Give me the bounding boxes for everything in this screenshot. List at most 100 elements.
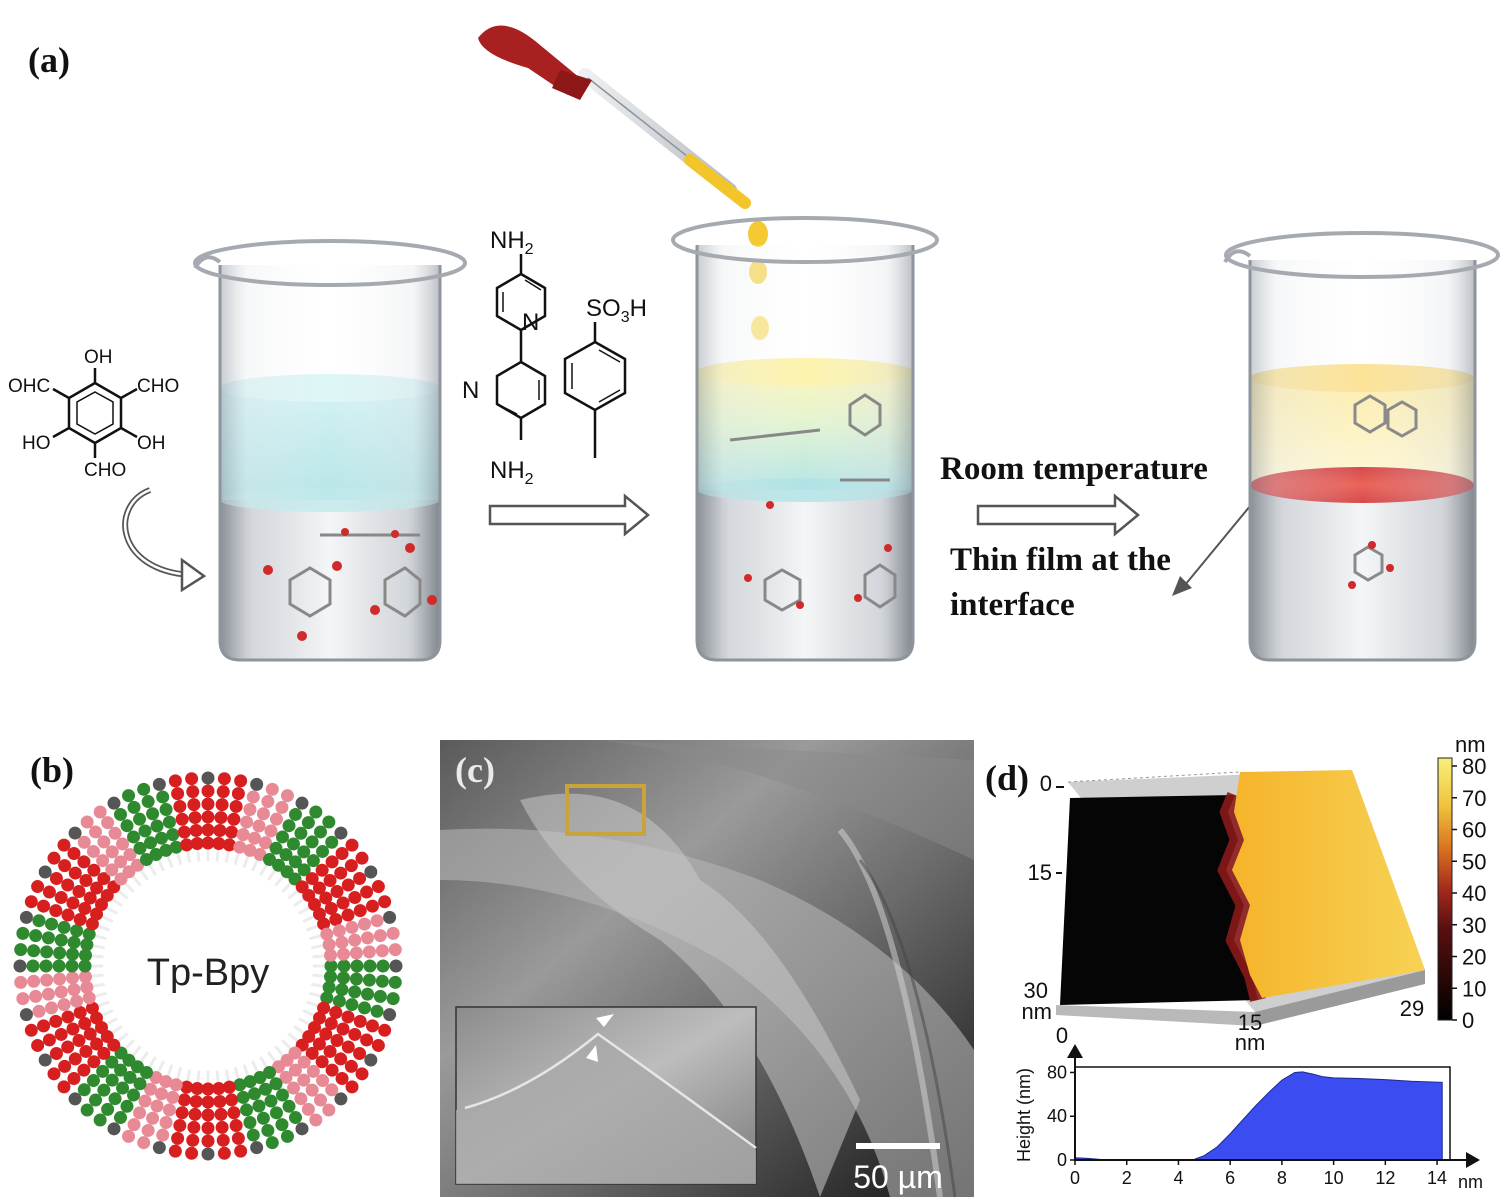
ring-atom xyxy=(45,1001,59,1015)
ring-atom xyxy=(345,838,359,852)
ring-atom xyxy=(53,972,67,986)
bpy-structure: NH2 N N NH2 xyxy=(462,227,547,488)
bpy-n-top: N xyxy=(522,309,539,336)
beaker-3 xyxy=(1223,231,1500,662)
ring-atom xyxy=(348,933,362,947)
ring-atom xyxy=(159,1075,173,1089)
colorbar-tick-label: 30 xyxy=(1462,913,1486,938)
ring-atom xyxy=(180,838,194,852)
ring-atom xyxy=(286,1081,300,1095)
ring-atom xyxy=(122,1129,136,1143)
ring-atom xyxy=(353,904,367,918)
ring-atom xyxy=(222,838,236,852)
ring-atom xyxy=(317,917,331,931)
ring-atom xyxy=(42,885,56,899)
ring-atom xyxy=(332,994,346,1008)
ring-atom xyxy=(201,1108,215,1122)
ring-atom xyxy=(216,785,230,799)
ring-atom xyxy=(149,848,163,862)
ring-atom xyxy=(370,1004,384,1018)
ring-atom xyxy=(243,1115,257,1129)
scale-bar-label: 50 µm xyxy=(853,1159,943,1195)
ring-atom xyxy=(47,1067,61,1081)
ring-atom xyxy=(127,1118,141,1132)
x-tick-label: 2 xyxy=(1122,1168,1132,1188)
ring-atom xyxy=(240,1103,254,1117)
colorbar xyxy=(1437,757,1453,1021)
ring-atom xyxy=(80,980,94,994)
molecule-models-1 xyxy=(288,533,422,618)
ring-label: Tp-Bpy xyxy=(147,952,269,994)
ring-atom xyxy=(72,885,86,898)
ring-atom xyxy=(313,825,327,839)
ring-atom xyxy=(58,1059,72,1073)
ring-atom xyxy=(269,1106,283,1120)
ring-atom xyxy=(31,1038,45,1052)
ring-atom xyxy=(214,1107,228,1121)
colorbar-tick-label: 70 xyxy=(1462,786,1486,811)
ring-atom xyxy=(297,845,311,859)
ring-atom xyxy=(138,824,152,838)
ring-atom xyxy=(217,1146,231,1160)
x-tick-label: 0 xyxy=(1070,1168,1080,1188)
map-y-tick-2: 30 xyxy=(1024,978,1048,1003)
ring-atom xyxy=(341,878,355,892)
colorbar-tick-label: 0 xyxy=(1462,1008,1474,1033)
ring-atom xyxy=(233,840,247,854)
x-tick-label: 4 xyxy=(1173,1168,1183,1188)
ring-atom xyxy=(322,980,336,994)
ring-atom xyxy=(24,895,38,909)
ring-atom xyxy=(305,1083,319,1097)
ring-atom xyxy=(317,1001,331,1015)
ring-atom xyxy=(66,1022,80,1036)
ring-atom xyxy=(201,1134,215,1148)
ring-atom xyxy=(19,910,33,924)
ring-atom xyxy=(201,784,215,798)
ring-atom xyxy=(375,974,389,988)
x-tick-label: 6 xyxy=(1225,1168,1235,1188)
ring-atom xyxy=(123,1070,137,1084)
ring-atom xyxy=(319,891,333,905)
ring-atom xyxy=(54,933,68,947)
map-x-tick-2: 29 xyxy=(1400,996,1424,1021)
ring-atom xyxy=(297,1055,311,1069)
ring-atom xyxy=(66,947,80,961)
ring-atom xyxy=(269,841,283,855)
ring-atom xyxy=(90,1011,104,1025)
ring-atom xyxy=(166,828,180,842)
ring-atom xyxy=(229,1119,243,1133)
molecule-models-2 xyxy=(729,393,897,612)
ring-atom xyxy=(61,878,75,892)
ring-atom xyxy=(225,1093,239,1107)
ring-atom xyxy=(159,843,173,857)
ring-atom xyxy=(324,948,338,962)
ring-atom xyxy=(169,840,183,854)
ring-atom xyxy=(93,805,107,819)
ring-atom xyxy=(32,1004,46,1018)
map-y-unit: nm xyxy=(1021,999,1052,1024)
ring-atom xyxy=(152,777,166,791)
ring-atom xyxy=(234,774,248,788)
ring-atom xyxy=(256,807,270,821)
ring-atom xyxy=(31,880,45,894)
arrow-top-icon xyxy=(596,1014,614,1027)
ring-atom xyxy=(378,1023,392,1037)
ring-atom xyxy=(306,854,320,868)
ring-atom xyxy=(279,848,293,862)
ring-atom xyxy=(201,1095,215,1109)
ring-atom xyxy=(24,1023,38,1037)
ring-atom xyxy=(335,1071,349,1085)
bpy-n-bottom: N xyxy=(462,377,479,404)
afm-3d-map xyxy=(1056,770,1425,1026)
ring-atom xyxy=(156,1128,170,1142)
ring-atom xyxy=(250,777,264,791)
ring-atom xyxy=(258,836,272,850)
ring-atom xyxy=(77,855,91,869)
pointer-line xyxy=(1184,499,1256,586)
ring-atom xyxy=(301,816,315,830)
ring-atom xyxy=(306,1064,320,1078)
ring-atom xyxy=(246,790,260,804)
tp-cho-right: CHO xyxy=(137,376,179,397)
ring-atom xyxy=(83,1027,97,1041)
ring-atom xyxy=(107,1122,121,1136)
